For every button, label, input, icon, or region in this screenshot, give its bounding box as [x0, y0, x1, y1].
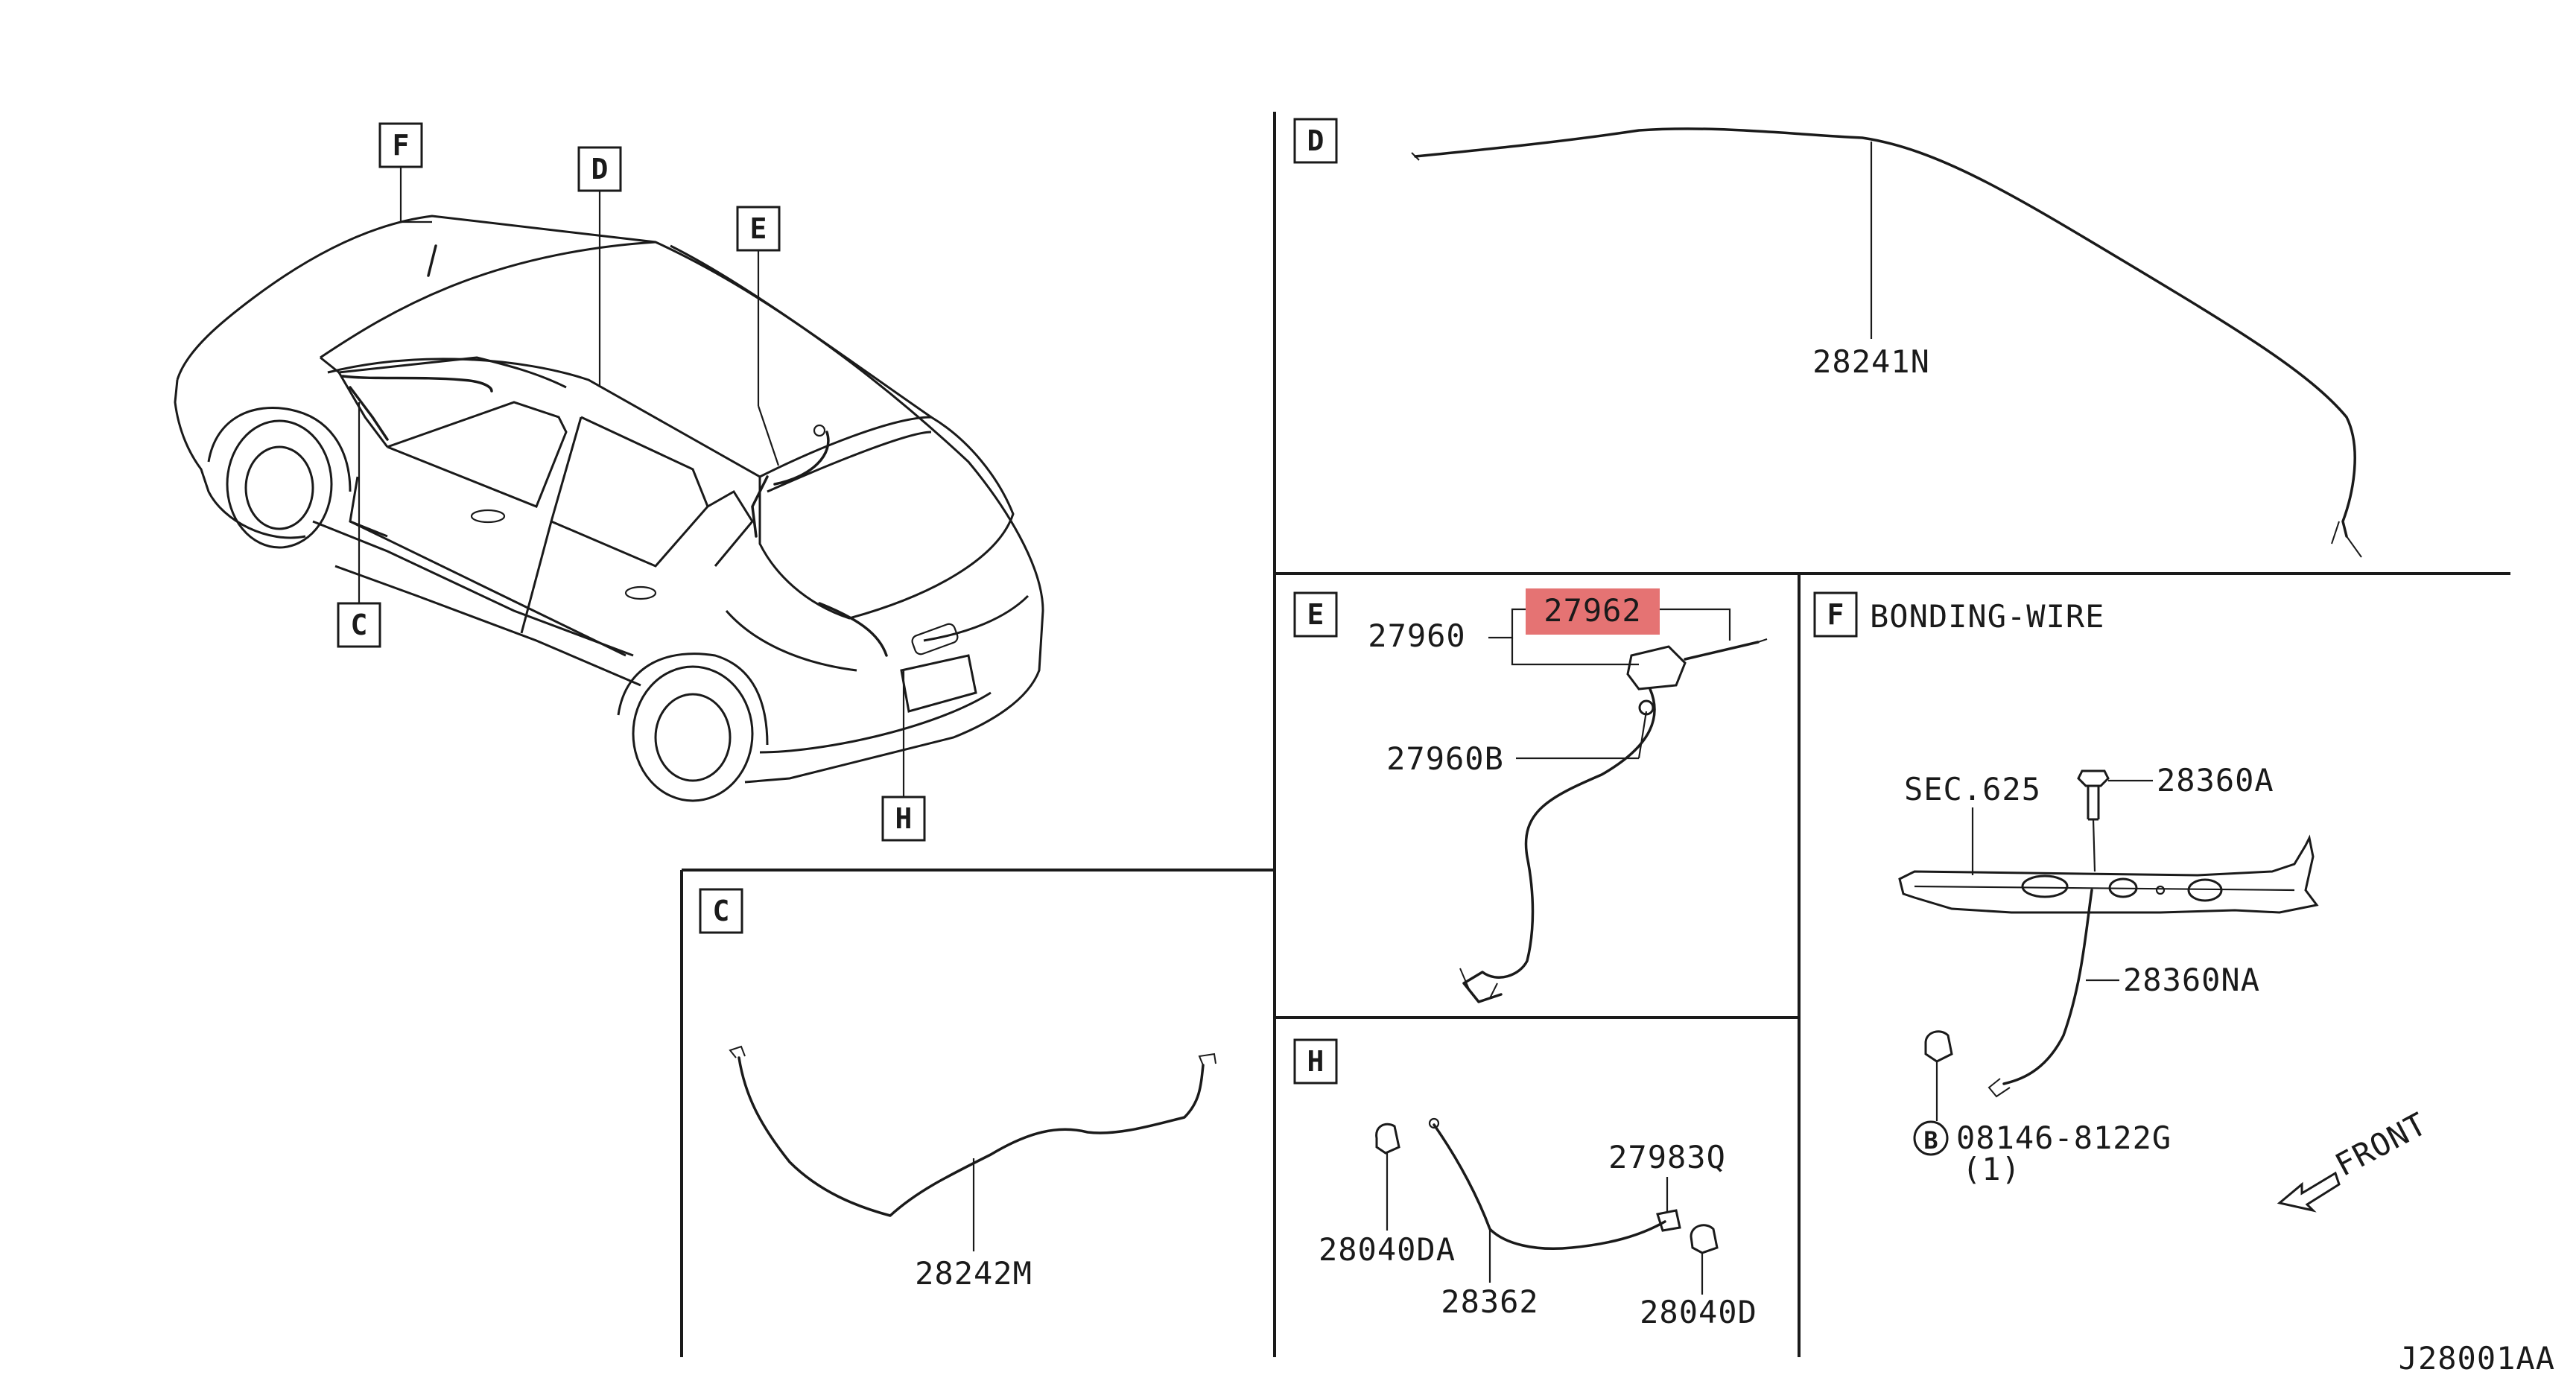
part-number-27960b[interactable]: 27960B [1386, 740, 1504, 777]
section-d-label: D [1293, 118, 1338, 164]
section-f-title: BONDING-WIRE [1870, 598, 2104, 635]
part-number-27983q[interactable]: 27983Q [1608, 1139, 1726, 1175]
part-number-28241n[interactable]: 28241N [1812, 343, 1930, 380]
section-c: C 28242M [699, 888, 1216, 1292]
svg-text:C: C [351, 609, 368, 641]
part-number-28360na[interactable]: 28360NA [2123, 962, 2260, 998]
section-c-label: C [699, 888, 743, 934]
svg-text:B: B [1923, 1126, 1938, 1155]
bracket-sec625[interactable] [1898, 834, 2319, 914]
diagram-code: J28001AA [2399, 1340, 2555, 1377]
svg-text:H: H [1307, 1045, 1325, 1078]
part-number-28040da[interactable]: 28040DA [1319, 1231, 1456, 1268]
car-callout-leaders [358, 167, 905, 797]
section-d: D 28241N [1293, 118, 2362, 558]
section-f-label: F [1813, 591, 1858, 638]
callout-f[interactable]: F [378, 122, 423, 168]
part-number-08146-8122g[interactable]: 08146-8122G [1956, 1120, 2171, 1156]
part-number-28242m[interactable]: 28242M [915, 1255, 1032, 1292]
harness-28241n[interactable] [1414, 127, 2356, 538]
svg-text:D: D [1307, 124, 1325, 157]
section-e-label: E [1293, 591, 1338, 638]
callout-h[interactable]: H [881, 796, 926, 842]
svg-text:F: F [393, 129, 410, 162]
bolt-symbol-b: B [1913, 1120, 1949, 1156]
svg-text:H: H [895, 802, 913, 835]
highlight-27962 [1526, 588, 1660, 635]
front-arrow: FRONT [2277, 1105, 2433, 1213]
bonding-wire-28360na[interactable] [2002, 889, 2093, 1085]
cable-27960b[interactable] [1462, 688, 1656, 1003]
part-number-sec625[interactable]: SEC.625 [1904, 771, 2041, 807]
part-number-28362[interactable]: 28362 [1441, 1283, 1538, 1320]
callout-d[interactable]: D [577, 146, 622, 192]
clip-28040d[interactable] [1690, 1224, 1719, 1254]
callout-c[interactable]: C [337, 602, 381, 648]
section-h-label: H [1293, 1038, 1338, 1085]
part-number-28360a[interactable]: 28360A [2157, 762, 2274, 799]
part-number-27962[interactable]: 27962 [1544, 592, 1641, 629]
harness-28242m[interactable] [737, 1056, 1205, 1217]
callout-e[interactable]: E [736, 206, 781, 252]
section-f: F BONDING-WIRE SEC.625 28360A 28360NA B … [1813, 591, 2433, 1213]
car-overview [174, 215, 1044, 802]
clip-28040da[interactable] [1375, 1123, 1400, 1155]
front-label: FRONT [2329, 1105, 2433, 1184]
svg-text:D: D [591, 153, 609, 185]
antenna-module-27960[interactable] [1626, 645, 1687, 690]
quantity: (1) [1962, 1151, 2021, 1187]
section-e: E 27962 27960 27960B [1293, 588, 1768, 1003]
part-number-27960[interactable]: 27960 [1368, 618, 1465, 654]
section-h: H 27983Q 28040DA 28362 28040D [1293, 1038, 1757, 1330]
part-number-28040d[interactable]: 28040D [1640, 1294, 1757, 1330]
svg-text:F: F [1827, 598, 1844, 631]
svg-text:E: E [750, 212, 767, 245]
svg-text:C: C [713, 895, 730, 927]
section-frames [680, 112, 2510, 1357]
cable-28362[interactable] [1433, 1123, 1666, 1251]
svg-text:E: E [1307, 598, 1325, 631]
bolt-28360a[interactable] [2077, 769, 2110, 787]
